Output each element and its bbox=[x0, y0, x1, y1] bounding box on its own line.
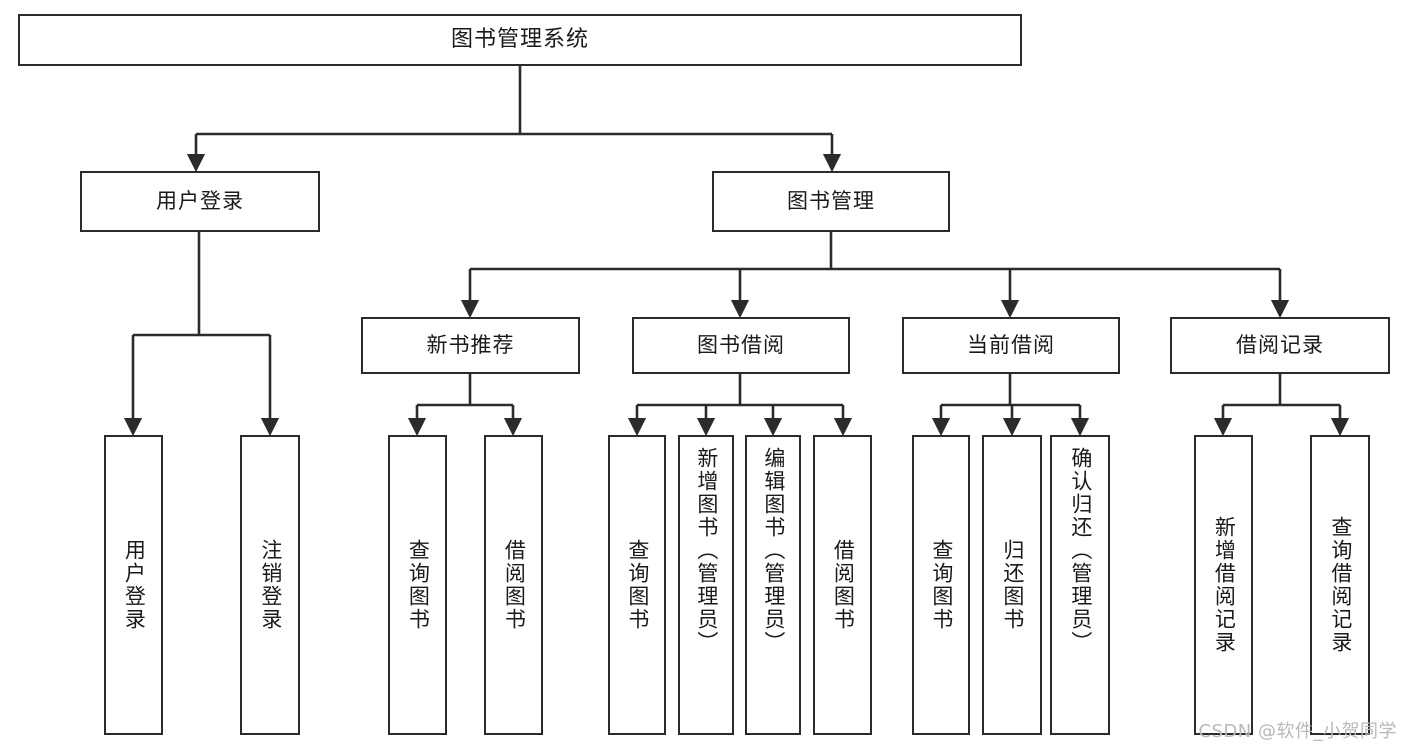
node-root-book-management-system[interactable]: 图书管理系统 bbox=[18, 14, 1022, 66]
node-leaf-query-book-current[interactable]: 查询图书 bbox=[912, 435, 970, 735]
node-leaf-label: 借阅图书 bbox=[502, 539, 527, 631]
node-current-borrow[interactable]: 当前借阅 bbox=[902, 317, 1120, 374]
node-leaf-add-book-admin[interactable]: 新增图书（管理员） bbox=[678, 435, 734, 735]
node-leaf-label: 编辑图书（管理员） bbox=[761, 447, 786, 654]
node-leaf-label: 注销登录 bbox=[258, 539, 283, 631]
node-borrow-record[interactable]: 借阅记录 bbox=[1170, 317, 1390, 374]
node-leaf-borrow-book-recommend[interactable]: 借阅图书 bbox=[484, 435, 543, 735]
node-user-login[interactable]: 用户登录 bbox=[80, 171, 320, 232]
node-leaf-label: 借阅图书 bbox=[831, 539, 856, 631]
node-leaf-label: 查询图书 bbox=[625, 539, 650, 631]
node-leaf-confirm-return-admin[interactable]: 确认归还（管理员） bbox=[1050, 435, 1110, 735]
node-leaf-query-book-borrow[interactable]: 查询图书 bbox=[608, 435, 666, 735]
node-leaf-label: 确认归还（管理员） bbox=[1068, 447, 1093, 654]
node-leaf-user-login[interactable]: 用户登录 bbox=[104, 435, 163, 735]
node-leaf-borrow-book[interactable]: 借阅图书 bbox=[813, 435, 872, 735]
node-leaf-label: 归还图书 bbox=[1000, 539, 1025, 631]
node-leaf-query-borrow-record[interactable]: 查询借阅记录 bbox=[1310, 435, 1370, 735]
node-leaf-label: 查询图书 bbox=[406, 539, 431, 631]
node-leaf-return-book[interactable]: 归还图书 bbox=[982, 435, 1042, 735]
node-leaf-label: 查询借阅记录 bbox=[1328, 516, 1353, 654]
node-leaf-label: 新增借阅记录 bbox=[1212, 516, 1237, 654]
node-book-management[interactable]: 图书管理 bbox=[712, 171, 950, 232]
node-new-book-recommend[interactable]: 新书推荐 bbox=[361, 317, 580, 374]
node-leaf-logout[interactable]: 注销登录 bbox=[240, 435, 300, 735]
node-leaf-label: 用户登录 bbox=[122, 539, 147, 631]
node-leaf-label: 新增图书（管理员） bbox=[694, 447, 719, 654]
node-leaf-edit-book-admin[interactable]: 编辑图书（管理员） bbox=[745, 435, 801, 735]
node-book-borrow[interactable]: 图书借阅 bbox=[632, 317, 850, 374]
node-leaf-add-borrow-record[interactable]: 新增借阅记录 bbox=[1194, 435, 1253, 735]
node-leaf-query-book-recommend[interactable]: 查询图书 bbox=[388, 435, 447, 735]
node-leaf-label: 查询图书 bbox=[929, 539, 954, 631]
